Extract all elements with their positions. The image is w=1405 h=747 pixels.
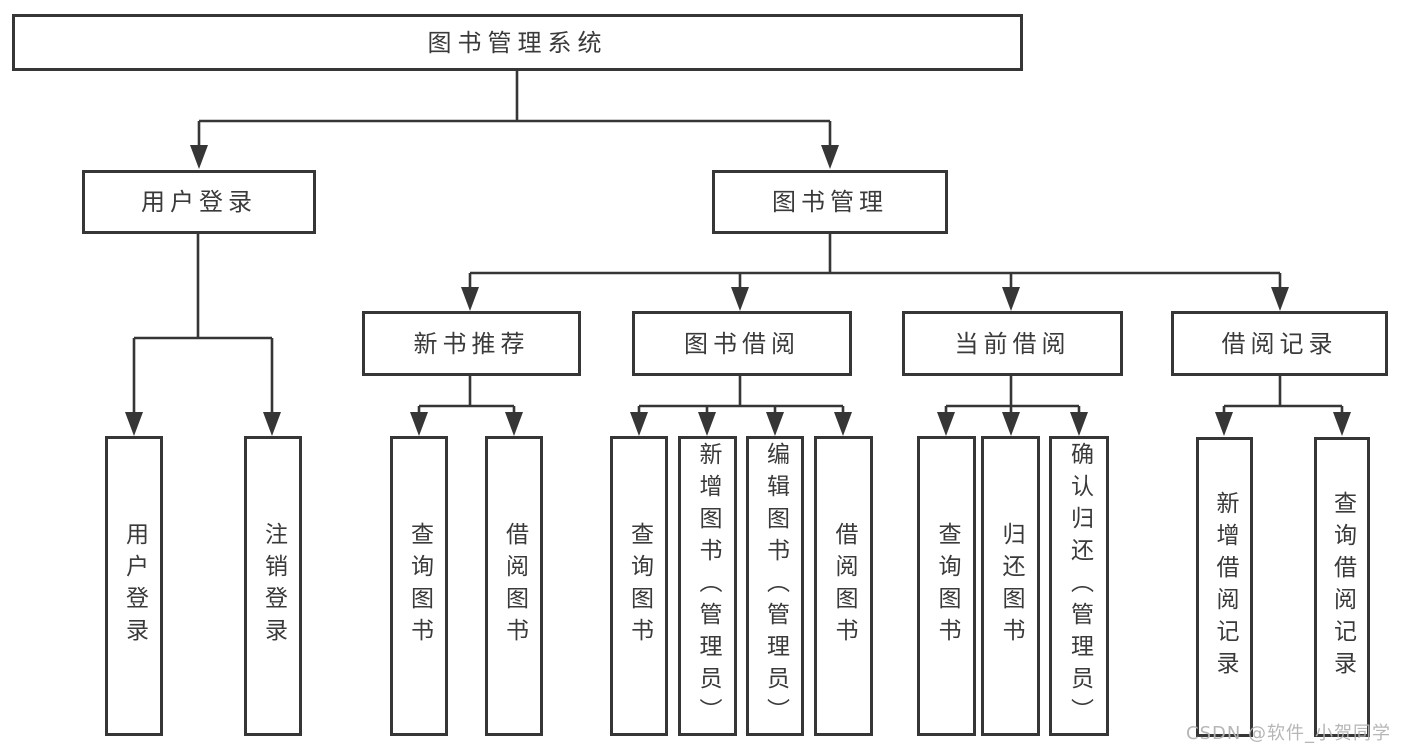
- leaf-label: 新增借阅记录: [1212, 491, 1238, 683]
- node-label: 图书借阅: [684, 329, 800, 358]
- leaf-label: 借阅图书: [501, 522, 528, 650]
- node-user-login: 用户登录: [82, 170, 316, 234]
- leaf-label: 归还图书: [998, 522, 1024, 650]
- leaf-label: 查询图书: [626, 522, 653, 650]
- node-borrowing-records: 借阅记录: [1171, 311, 1388, 376]
- leaf-label: 注销登录: [260, 522, 287, 650]
- node-label: 用户登录: [141, 188, 257, 216]
- leaf-query-borrow-record: 查询借阅记录: [1314, 437, 1370, 737]
- node-label: 新书推荐: [413, 329, 530, 358]
- leaf-query-books-current: 查询图书: [917, 436, 976, 736]
- node-label: 借阅记录: [1221, 329, 1338, 358]
- csdn-watermark: CSDN @软件_小贺同学: [1186, 723, 1392, 744]
- leaf-label: 查询图书: [406, 522, 433, 650]
- leaf-user-login: 用户登录: [105, 436, 163, 736]
- node-label: 图书管理: [772, 188, 888, 216]
- leaf-add-borrow-record: 新增借阅记录: [1196, 437, 1253, 737]
- leaf-label: 查询图书: [934, 522, 960, 650]
- leaf-label: 用户登录: [121, 522, 148, 650]
- leaf-return-books: 归还图书: [981, 436, 1040, 736]
- leaf-borrow-books-recommend: 借阅图书: [485, 436, 543, 736]
- node-book-borrowing: 图书借阅: [632, 311, 852, 376]
- leaf-borrow-books-borrowing: 借阅图书: [814, 436, 873, 736]
- leaf-confirm-return-admin: 确认归还（管理员）: [1049, 436, 1109, 736]
- leaf-query-books-recommend: 查询图书: [390, 436, 448, 736]
- leaf-edit-books-admin: 编辑图书（管理员）: [746, 436, 804, 736]
- leaf-label: 编辑图书（管理员）: [762, 442, 789, 730]
- leaf-label: 新增图书（管理员）: [695, 442, 721, 730]
- leaf-logout: 注销登录: [244, 436, 302, 736]
- node-library-management-system: 图书管理系统: [12, 14, 1023, 71]
- leaf-add-books-admin: 新增图书（管理员）: [678, 436, 737, 736]
- node-current-borrowing: 当前借阅: [902, 311, 1123, 376]
- leaf-label: 借阅图书: [831, 522, 857, 650]
- leaf-label: 查询借阅记录: [1329, 491, 1356, 683]
- node-label: 当前借阅: [954, 329, 1071, 358]
- leaf-query-books-borrowing: 查询图书: [610, 436, 668, 736]
- leaf-label: 确认归还（管理员）: [1066, 442, 1093, 730]
- node-label: 图书管理系统: [427, 28, 608, 57]
- node-book-management: 图书管理: [712, 170, 948, 234]
- node-new-book-recommendation: 新书推荐: [362, 311, 581, 376]
